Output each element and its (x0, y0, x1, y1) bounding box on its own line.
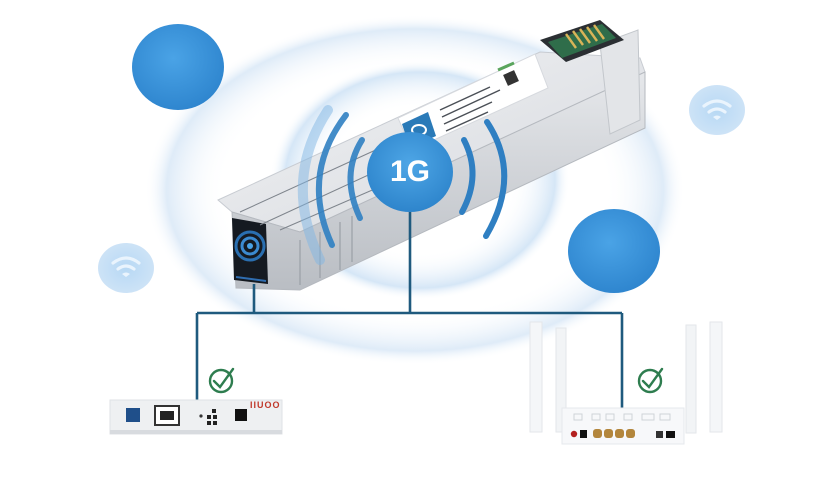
decor-circle-top-left (132, 24, 224, 110)
speed-badge-label: 1G (389, 155, 431, 188)
router-device (529, 321, 723, 445)
power-button (570, 430, 578, 438)
lan-ports (593, 429, 635, 438)
power-port (235, 409, 247, 421)
speed-badge (367, 132, 453, 212)
wifi-badge-right (689, 85, 745, 135)
connection-lines (195, 212, 624, 408)
device-brand-text: IIUOO (250, 400, 281, 410)
wifi-icon (111, 256, 141, 271)
media-converter-device (109, 399, 283, 435)
check-icon-left (208, 367, 235, 394)
wifi-badge-left (98, 243, 154, 293)
check-icon-right (637, 367, 664, 394)
fiber-port (126, 408, 140, 422)
signal-waves (297, 105, 508, 265)
decor-circle-right (568, 209, 660, 293)
wifi-icon (702, 99, 732, 114)
